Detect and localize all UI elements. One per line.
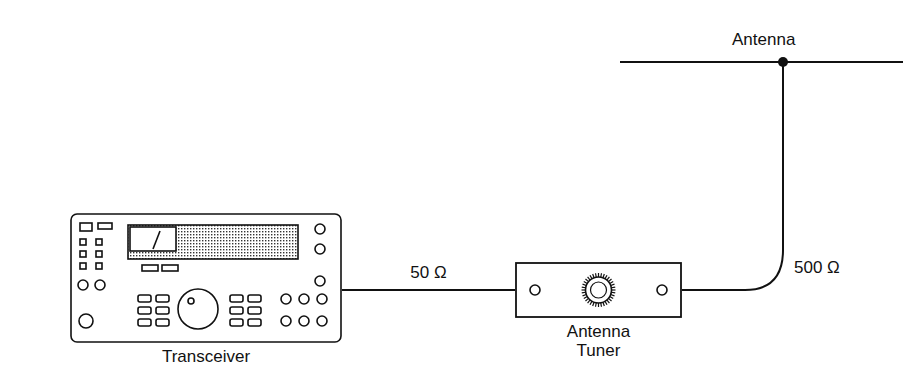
radio-knob [281,316,291,326]
radio-button [80,239,86,245]
radio-key [230,307,243,314]
radio-key [230,295,243,302]
radio-button [142,265,158,271]
tuner-jack [530,285,540,295]
radio-key [138,307,151,314]
radio-key [156,295,169,302]
radio-key [138,295,151,302]
tuner-jack [657,285,667,295]
radio-knob [315,244,325,254]
radio-display [128,225,298,259]
tuner-knob-cap [591,282,607,298]
radio-knob [317,294,327,304]
radio-key [248,319,261,326]
knob-dimple [188,298,194,304]
radio-button [162,265,178,271]
node-label: Antenna Tuner [559,322,639,360]
radio-knob [281,294,291,304]
edge-label: 50 Ω [408,263,448,282]
radio-knob [79,314,93,328]
radio-key [248,307,261,314]
antenna-wire [620,61,903,63]
impedance-label: 500 Ω [792,258,842,277]
tuning-knob [178,289,218,329]
radio-knob [315,276,325,286]
radio-button [96,263,102,269]
radio-knob [95,280,105,290]
radio-button [96,239,102,245]
transceiver: Transceiver [70,213,342,343]
coax-cable [342,289,515,291]
transceiver-illustration [70,213,342,343]
radio-button [98,223,112,229]
radio-button [96,251,102,257]
radio-button [80,263,86,269]
radio-knob [299,316,309,326]
radio-key [138,319,151,326]
radio-key [230,319,243,326]
radio-button [80,251,86,257]
radio-key [156,307,169,314]
tuner-knob [586,277,612,303]
meter-needle [153,231,160,249]
radio-knob [299,294,309,304]
feed-line [682,62,783,290]
tuner-case [516,263,681,317]
radio-meter [130,227,176,251]
tuner-illustration [515,262,682,318]
radio-knob [315,224,325,234]
radio-knob [317,316,327,326]
antenna-tuner: Antenna Tuner [515,262,682,318]
radio-key [156,319,169,326]
antenna-label: Antenna [730,30,797,49]
radio-key [248,295,261,302]
radio-knob [78,280,88,290]
radio-case [71,214,341,342]
node-label: Transceiver [136,347,276,366]
radio-button [80,223,92,231]
